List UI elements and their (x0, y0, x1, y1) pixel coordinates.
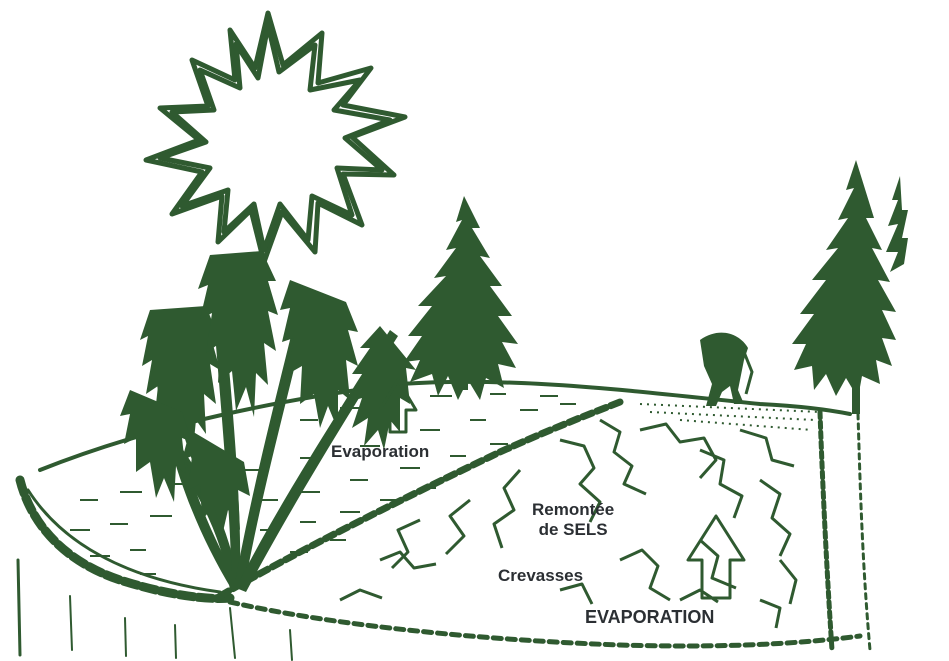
plant-icon (120, 251, 416, 592)
farmer-icon (700, 333, 752, 406)
evaporation-label: Evaporation (331, 442, 429, 462)
salt-rise-label-line1: Remontée (532, 500, 614, 520)
arrow-up-icon (688, 516, 744, 598)
salt-rise-label-line2: de SELS (532, 520, 614, 540)
soil-evaporation-label: EVAPORATION (585, 607, 714, 628)
tree-icon (792, 160, 908, 414)
salt-rise-label: Remontée de SELS (532, 500, 614, 539)
tree-icon (404, 196, 518, 400)
cracks-label: Crevasses (498, 566, 583, 586)
sun-icon (146, 13, 405, 262)
